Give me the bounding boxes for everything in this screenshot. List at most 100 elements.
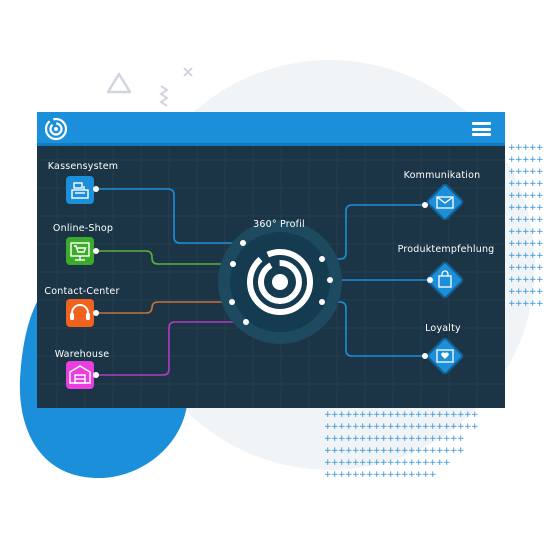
connection-kassensystem [96,188,243,244]
svg-text:+: + [443,458,451,468]
svg-text:+: + [515,227,523,237]
svg-text:+: + [352,434,360,444]
svg-text:+: + [536,239,544,249]
label-produktempfehlung: Produktempfehlung [397,244,495,255]
svg-text:+: + [436,458,444,468]
svg-text:+: + [508,251,516,261]
svg-text:+: + [515,299,523,309]
svg-text:+: + [529,203,537,213]
svg-text:+: + [508,179,516,189]
svg-text:+: + [529,167,537,177]
svg-text:+: + [415,410,423,420]
source-node-warehouse[interactable] [66,361,99,389]
target-node-produktempfehlung[interactable] [426,261,464,299]
svg-text:+: + [331,422,339,432]
svg-text:+: + [324,422,332,432]
svg-text:+: + [515,215,523,225]
label-warehouse: Warehouse [54,349,110,360]
source-node-contact-center[interactable] [66,299,99,327]
svg-text:+: + [366,422,374,432]
svg-text:+: + [529,215,537,225]
svg-text:+: + [415,470,423,480]
svg-text:+: + [450,422,458,432]
svg-text:+: + [529,155,537,165]
svg-text:+: + [401,434,409,444]
svg-text:+: + [522,287,530,297]
plus-pattern: ++++++++++++++++++++++++++++++++++++++++… [324,143,544,480]
svg-text:+: + [522,203,530,213]
svg-text:+: + [401,410,409,420]
svg-text:+: + [515,143,523,153]
svg-text:+: + [380,446,388,456]
svg-text:+: + [529,191,537,201]
svg-text:+: + [436,422,444,432]
svg-text:+: + [352,470,360,480]
svg-text:+: + [324,446,332,456]
svg-text:+: + [522,299,530,309]
svg-text:+: + [324,458,332,468]
svg-text:+: + [471,422,479,432]
svg-text:+: + [380,410,388,420]
source-node-online-shop[interactable] [66,237,99,265]
svg-text:+: + [515,191,523,201]
center-hub[interactable] [218,220,342,344]
svg-text:+: + [522,155,530,165]
label-online-shop: Online-Shop [52,223,114,234]
svg-text:+: + [436,434,444,444]
svg-text:+: + [415,446,423,456]
svg-text:+: + [536,299,544,309]
svg-text:+: + [394,446,402,456]
svg-text:+: + [429,446,437,456]
svg-text:+: + [331,410,339,420]
svg-text:+: + [373,470,381,480]
svg-text:+: + [522,275,530,285]
target-node-loyalty[interactable] [422,337,464,375]
svg-text:+: + [529,227,537,237]
svg-text:+: + [380,458,388,468]
warehouse-icon [69,365,91,384]
label-loyalty: Loyalty [425,323,461,334]
svg-text:+: + [429,470,437,480]
svg-text:+: + [338,410,346,420]
svg-text:+: + [352,446,360,456]
source-node-kassensystem[interactable] [66,176,99,204]
connection-online-shop [96,250,233,265]
svg-text:+: + [394,422,402,432]
svg-text:+: + [373,422,381,432]
svg-text:+: + [408,458,416,468]
svg-text:+: + [515,287,523,297]
svg-text:+: + [536,179,544,189]
headset-icon [70,304,90,320]
svg-text:+: + [401,422,409,432]
svg-text:+: + [366,470,374,480]
svg-text:+: + [408,422,416,432]
svg-text:+: + [522,143,530,153]
svg-text:+: + [529,263,537,273]
svg-text:+: + [529,275,537,285]
svg-text:+: + [536,167,544,177]
target-node-kommunikation[interactable] [422,183,464,221]
svg-text:+: + [450,446,458,456]
svg-text:+: + [387,410,395,420]
svg-text:+: + [529,251,537,261]
svg-text:+: + [443,446,451,456]
svg-text:+: + [331,470,339,480]
svg-text:+: + [387,446,395,456]
svg-text:+: + [352,422,360,432]
hamburger-menu-icon[interactable] [472,121,492,137]
target-rings-icon[interactable] [43,116,69,142]
svg-text:+: + [373,458,381,468]
svg-text:+: + [515,155,523,165]
svg-text:+: + [408,446,416,456]
svg-text:+: + [429,434,437,444]
hub-dots [229,240,333,325]
svg-text:+: + [443,410,451,420]
svg-text:+: + [422,434,430,444]
svg-text:+: + [331,446,339,456]
svg-text:+: + [515,275,523,285]
svg-text:+: + [422,422,430,432]
svg-text:+: + [394,458,402,468]
svg-text:+: + [536,191,544,201]
connection-warehouse [96,321,246,376]
svg-text:+: + [324,434,332,444]
